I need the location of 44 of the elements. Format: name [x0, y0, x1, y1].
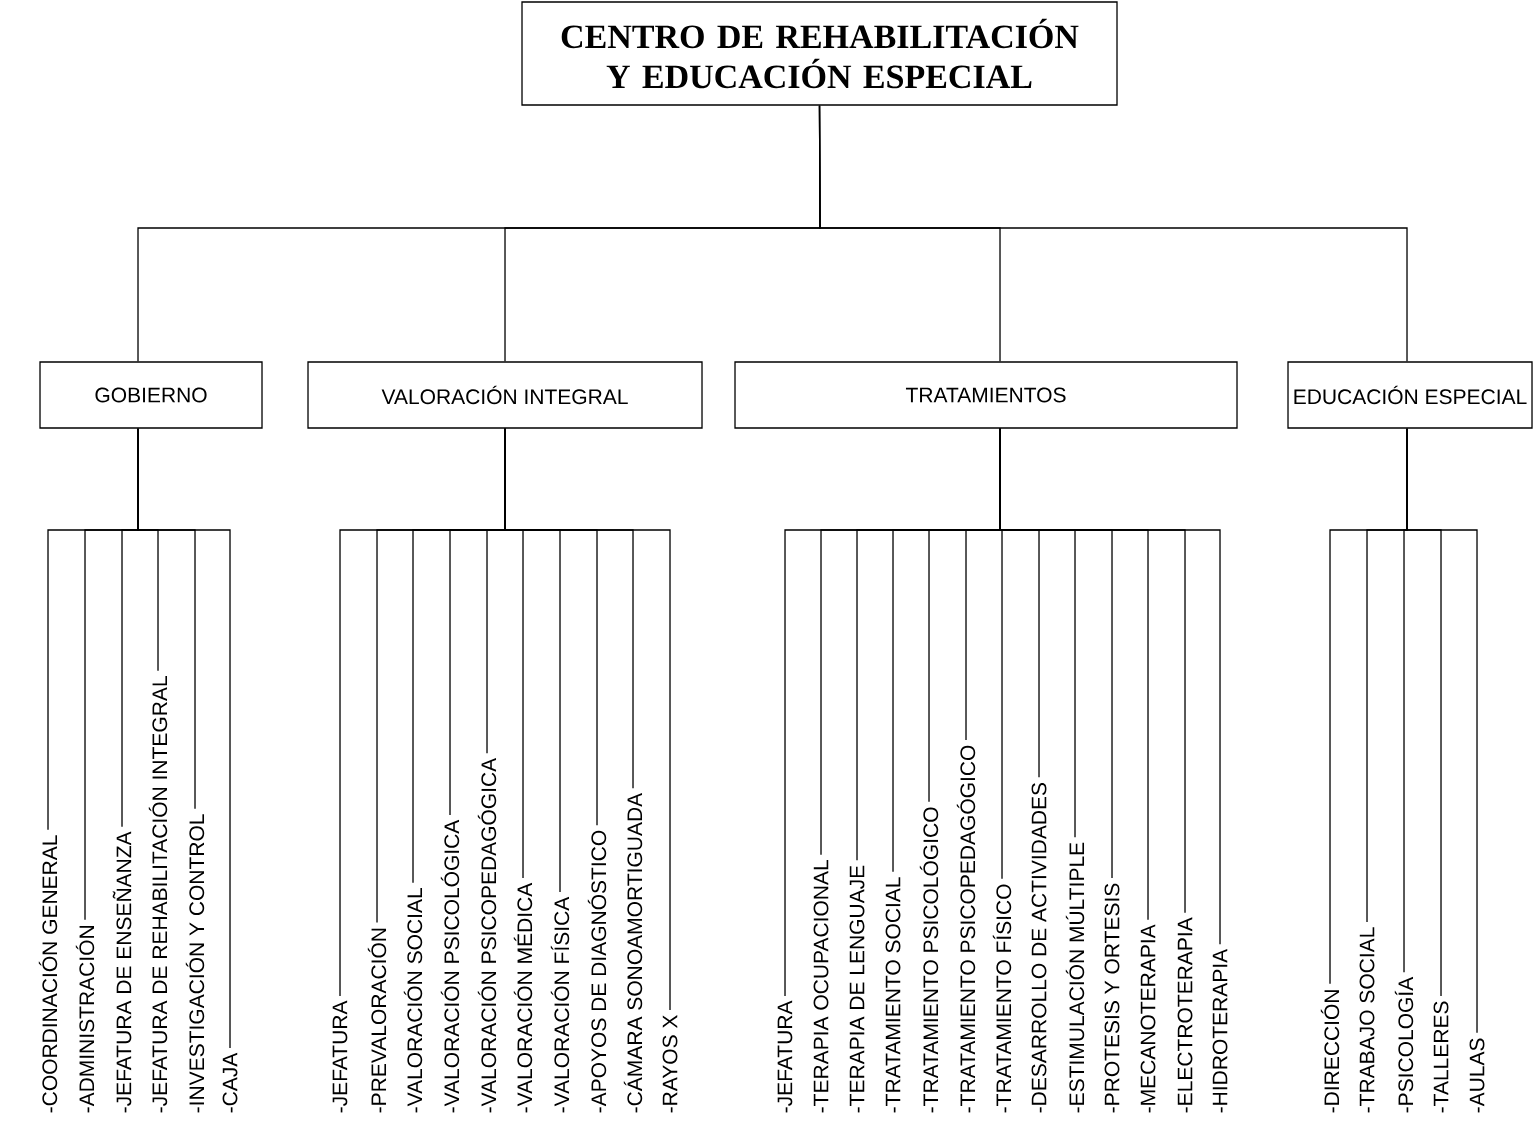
unit-label: -INVESTIGACIÓN Y CONTROL: [185, 814, 205, 1113]
unit-label: -JEFATURA: [777, 1000, 793, 1113]
unit-label: -VALORACIÓN SOCIAL: [403, 888, 423, 1113]
unit-label: -JEFATURA DE ENSEÑANZA: [112, 831, 132, 1113]
connector-line: [999, 428, 1221, 945]
department-box: TRATAMIENTOS: [734, 361, 1238, 429]
unit-label: -APOYOS DE DIAGNÓSTICO: [587, 830, 607, 1113]
department-box: VALORACIÓN INTEGRAL: [307, 361, 703, 429]
unit-label: -JEFATURA DE REHABILITACIÓN INTEGRAL: [148, 676, 168, 1113]
unit-label: -TERAPIA OCUPACIONAL: [813, 860, 829, 1113]
department-box: GOBIERNO: [39, 361, 263, 429]
connector-line: [818, 105, 1408, 362]
unit-label: -RAYOS X: [662, 1015, 678, 1113]
unit-label: -TRATAMIENTO FÍSICO: [992, 884, 1012, 1113]
unit-label: -TRATAMIENTO PSICOPEDAGÓGICO: [956, 745, 976, 1113]
unit-label: -JEFATURA: [332, 1000, 348, 1113]
unit-label: -VALORACIÓN MÉDICA: [513, 882, 533, 1113]
unit-label: -HIDROTERAPIA: [1212, 948, 1228, 1113]
unit-label: -VALORACIÓN PSICOPEDAGÓGICA: [477, 757, 497, 1113]
unit-label: -VALORACIÓN FÍSICA: [550, 896, 570, 1113]
unit-label: -CÁMARA SONOAMORTIGUADA: [623, 792, 643, 1113]
unit-label: -VALORACIÓN PSICOLÓGICA: [440, 819, 460, 1113]
unit-label: -TRATAMIENTO SOCIAL: [885, 877, 901, 1113]
title-box: CENTRO DE REHABILITACIÓN Y EDUCACIÓN ESPECIAL: [521, 1, 1118, 106]
connector-line: [137, 428, 231, 1049]
unit-label: -TALLERES: [1433, 1001, 1449, 1113]
department-box: EDUCACIÓN ESPECIAL: [1287, 361, 1533, 429]
unit-label: -TRABAJO SOCIAL: [1359, 927, 1375, 1113]
unit-label: -PREVALORACIÓN: [367, 928, 387, 1113]
unit-label: -DESARROLLO DE ACTIVIDADES: [1031, 782, 1047, 1113]
unit-label: -TRATAMIENTO PSICOLÓGICO: [919, 807, 939, 1113]
unit-label: -CAJA: [222, 1052, 238, 1113]
unit-label: -ADMINISTRACIÓN: [75, 926, 95, 1113]
unit-label: -AULAS: [1469, 1038, 1485, 1113]
unit-label: -ESTIMULACIÓN MÚLTIPLE: [1065, 842, 1085, 1113]
unit-label: -MECANOTERAPIA: [1140, 924, 1156, 1113]
unit-label: -PSICOLOGÍA: [1394, 976, 1414, 1113]
unit-label: -COORDINACIÓN GENERAL: [38, 835, 58, 1113]
unit-label: -PROTESIS Y ORTESIS: [1104, 883, 1120, 1113]
connector-line: [1406, 428, 1478, 1034]
connector-line: [504, 428, 671, 1011]
unit-label: -DIRECCIÓN: [1320, 990, 1340, 1113]
unit-label: -TERAPIA DE LENGUAJE: [849, 865, 865, 1113]
unit-label: -ELECTROTERAPIA: [1177, 917, 1193, 1113]
